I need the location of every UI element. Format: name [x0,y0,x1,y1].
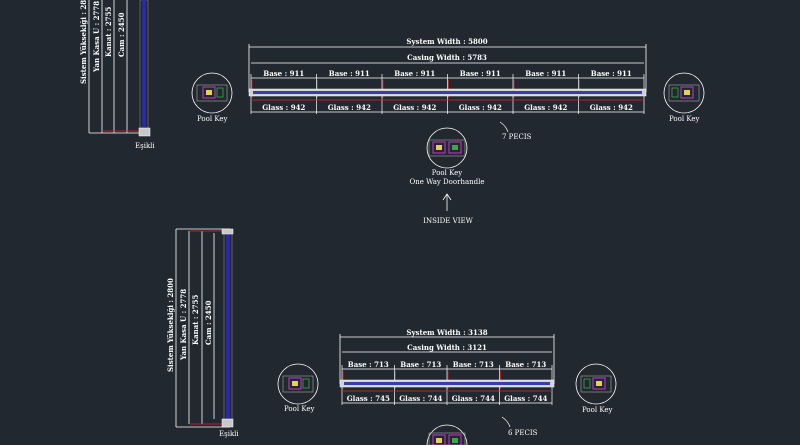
top-glass-label: Glass : 942 [262,103,305,112]
top-left-pool-key-label: Pool Key [197,115,228,123]
bottom-left-pool-key: Pool Key [277,363,319,413]
top-panel-count-label: 7 PECIS [502,133,532,141]
center-doorhandle-label: One Way Doorhandle [410,178,485,186]
top-glass-label: Glass : 942 [393,103,436,112]
bottom-right-pool-key: Pool Key [575,363,617,414]
top-base-label: Base : 911 [525,69,566,78]
top-left-pool-key: Pool Key [191,72,233,123]
bottom-system-width-label: System Width : 3138 [406,328,487,337]
top-right-pool-key-label: Pool Key [669,115,700,123]
bottom-left-pool-key-label: Pool Key [284,405,315,413]
top-right-pool-key: Pool Key [663,72,705,123]
top-glass-label: Glass : 942 [328,103,371,112]
top-casing-width-label: Casing Width : 5783 [407,53,487,62]
top-base-label: Base : 911 [460,69,501,78]
top-base-label: Base : 911 [394,69,435,78]
bottom-base-label: Base : 713 [505,360,546,369]
top-system-width-label: System Width : 5800 [406,37,487,46]
bottom-glass-label: Glass : 744 [504,394,547,403]
bottom-base-label: Base : 713 [453,360,494,369]
bottom-right-pool-key-label: Pool Key [582,406,613,414]
top-glass-label: Glass : 942 [459,103,502,112]
center-pool-key: Pool Key One Way Doorhandle INSIDE VIEW [410,127,485,225]
bottom-section-sill-label: Eşikli [219,430,239,438]
top-section-height-sash: Kanat : 2755 [104,6,113,57]
bottom-section-height-glass: Cam : 2450 [204,300,213,345]
center-pool-key-label: Pool Key [432,169,463,177]
bottom-panel-count-label: 6 PECIS [508,429,538,437]
bottom-glass-label: Glass : 744 [452,394,495,403]
top-glass-label: Glass : 942 [524,103,567,112]
top-base-label: Base : 911 [591,69,632,78]
top-section-height-system: Sistem Yükseklği : 2800 [79,0,88,84]
bottom-section-view: Sistem Yükseklği : 2800 Yan Kasa U : 277… [166,228,239,438]
bottom-section-height-system: Sistem Yükseklği : 2800 [166,278,175,372]
bottom-base-label: Base : 713 [400,360,441,369]
top-section-height-side-frame: Yan Kasa U : 2778 [92,1,101,73]
bottom-base-label: Base : 713 [348,360,389,369]
inside-view-label: INSIDE VIEW [423,217,473,225]
bottom-section-height-side-frame: Yan Kasa U : 2778 [179,289,188,361]
bottom-glass-label: Glass : 744 [399,394,442,403]
top-glass-label: Glass : 942 [590,103,633,112]
bottom-section-height-sash: Kanat : 2755 [191,294,200,345]
top-plan-view: System Width : 5800 Casing Width : 5783 … [248,37,647,141]
top-section-height-glass: Cam : 2450 [117,12,126,57]
bottom-center-pool-key [426,424,468,445]
top-base-label: Base : 911 [263,69,304,78]
bottom-glass-label: Glass : 745 [347,394,390,403]
bottom-plan-view: System Width : 3138 Casing Width : 3121 … [339,328,555,437]
top-section-sill-label: Eşikli [135,142,155,150]
top-base-label: Base : 911 [329,69,370,78]
bottom-casing-width-label: Casing Width : 3121 [407,343,487,352]
top-section-view: Sistem Yükseklği : 2800 Yan Kasa U : 277… [79,0,155,150]
